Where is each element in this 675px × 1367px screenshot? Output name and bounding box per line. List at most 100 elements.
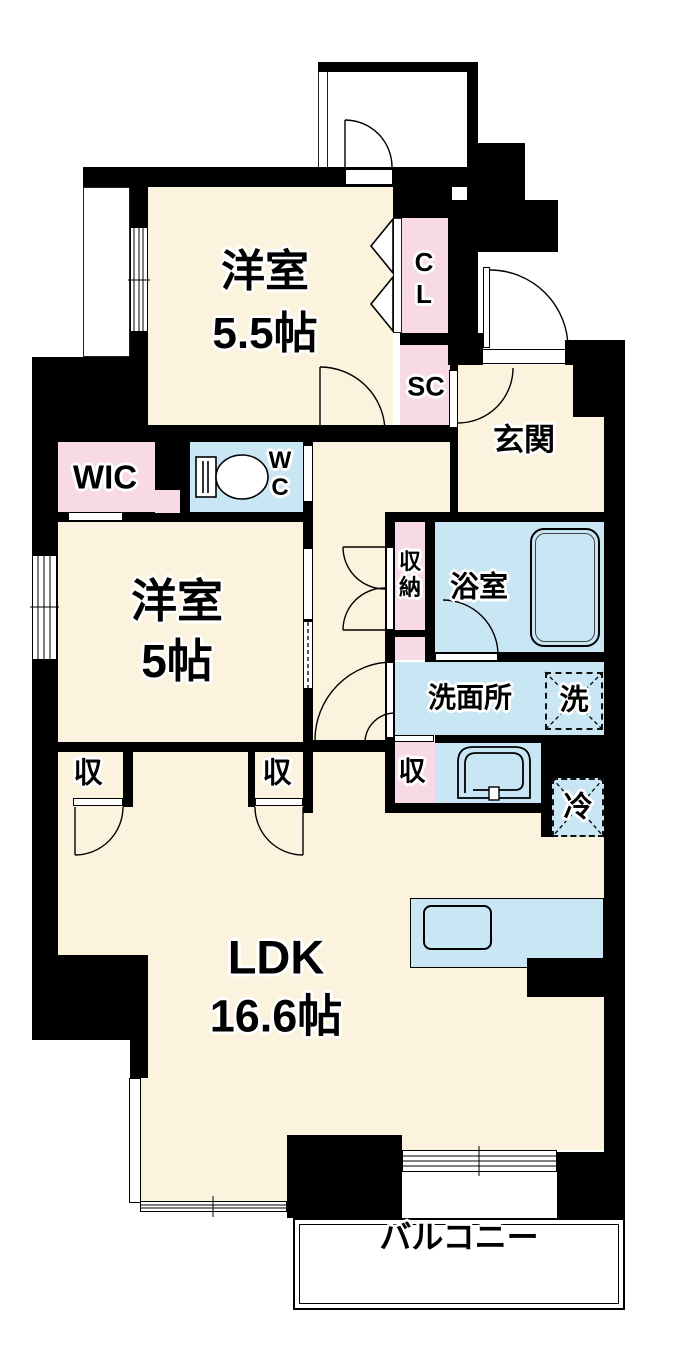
wall-segment <box>448 252 478 333</box>
bedroom1-name-label: 洋室 <box>221 247 309 296</box>
wall-segment <box>303 742 313 813</box>
shoe-closet-label: SC <box>407 371 445 402</box>
washing-machine-box <box>545 672 603 730</box>
wall-segment <box>557 1152 625 1218</box>
entrance-label: 玄関 <box>493 422 555 458</box>
storage-column-label-1: 収 <box>398 549 422 574</box>
wic-sliding-door <box>68 512 123 521</box>
wall-segment <box>385 803 541 813</box>
ldk-name-label: LDK <box>227 930 325 984</box>
wall-segment <box>435 735 541 743</box>
entrance-threshold <box>483 349 565 364</box>
bath-door-arc <box>442 599 499 656</box>
bath-label: 浴室 <box>449 571 509 604</box>
closet-cl-label-c: C <box>414 247 434 277</box>
storage-left-arc <box>74 806 124 856</box>
wall-segment <box>448 200 558 252</box>
storage-column <box>395 522 425 660</box>
wall-segment <box>123 742 133 807</box>
fridge-label: 冷 <box>563 791 593 824</box>
wall-segment <box>541 735 625 778</box>
porch-door-arc <box>344 119 393 168</box>
storage-column-arc-top <box>342 546 386 590</box>
balcony-label: バルコニー <box>379 1219 539 1255</box>
wall-segment <box>450 428 458 513</box>
wall-segment <box>130 1040 148 1078</box>
wall-segment <box>467 62 478 143</box>
wall-segment <box>32 742 313 752</box>
room-ldk-g <box>141 1078 287 1201</box>
wall-segment <box>313 740 395 752</box>
wall-segment <box>467 143 525 200</box>
room-ldk-b <box>313 752 395 813</box>
wc-label-w: W <box>268 447 292 474</box>
wall-segment <box>425 652 607 662</box>
toilet-icon <box>195 454 269 500</box>
exterior-void-strip <box>83 187 130 357</box>
bedroom1-door-arc <box>319 366 386 433</box>
room-bedroom1 <box>148 187 393 430</box>
wall-segment <box>32 955 148 973</box>
bedroom2-size-label: 5帖 <box>141 635 213 687</box>
closet-cl-label-l: L <box>416 279 432 309</box>
wall-segment <box>573 365 604 417</box>
storage-right-label: 収 <box>262 757 292 790</box>
bathtub <box>530 528 600 647</box>
washroom-small-arc <box>364 712 396 744</box>
storage-washroom-door <box>394 735 434 742</box>
front-door-leaf <box>483 267 490 348</box>
wall-segment <box>393 187 452 218</box>
wall-segment <box>32 425 457 442</box>
balcony <box>293 1218 625 1310</box>
storage-washroom <box>393 742 435 803</box>
wall-segment <box>32 973 148 1040</box>
entrance-hall-door <box>449 370 458 428</box>
wall-segment <box>248 742 255 807</box>
shoe-closet-sc <box>400 345 452 428</box>
storage-column-arc-bottom <box>342 587 386 631</box>
bedroom1-size-label: 5.5帖 <box>212 309 318 358</box>
wall-segment <box>395 630 425 637</box>
wall-segment <box>425 522 435 662</box>
storage-column-door <box>386 547 394 630</box>
porch-door-gap <box>345 169 393 185</box>
wic-label: WIC <box>72 458 138 496</box>
bath-door-gap <box>435 653 498 661</box>
wall-segment <box>541 778 552 837</box>
wall-segment <box>385 512 625 522</box>
wall-segment <box>287 1135 402 1218</box>
bedroom2-door-dashed <box>304 622 312 688</box>
storage-right-arc <box>254 806 304 856</box>
porch-side-strip <box>318 72 328 168</box>
toilet-door <box>303 445 313 502</box>
walk-in-closet <box>58 442 155 513</box>
washroom-label: 洗面所 <box>427 682 513 713</box>
wic-step <box>155 490 180 513</box>
entrance-inner-door-arc <box>457 367 514 424</box>
wc-label-c: C <box>271 474 289 501</box>
storage-right-door <box>255 798 303 806</box>
wall-segment <box>400 333 452 345</box>
wall-segment <box>565 340 625 365</box>
washroom-door-arc <box>314 661 394 741</box>
kitchen-sink <box>423 905 492 950</box>
washbasin-icon <box>457 746 531 801</box>
room-ldk-d <box>541 837 604 898</box>
washer-label: 洗 <box>559 684 589 717</box>
front-door-arc <box>489 269 569 349</box>
storage-left-door <box>73 798 123 806</box>
wall-segment <box>527 958 607 997</box>
bathtub-inner-line <box>535 533 595 642</box>
storage-washroom-label: 収 <box>398 756 426 787</box>
ldk-size-label: 16.6帖 <box>209 990 343 1042</box>
wall-segment <box>318 62 477 72</box>
closet-accordion-symbol <box>369 216 394 334</box>
storage-left-label: 収 <box>73 757 103 790</box>
room-bedroom2 <box>58 522 303 742</box>
bedroom2-sliding-door <box>303 548 313 620</box>
window-ldk-corner <box>129 1078 141 1203</box>
bedroom2-name-label: 洋室 <box>131 575 223 627</box>
wall-segment <box>450 345 458 370</box>
balcony-inner-line <box>299 1224 619 1304</box>
